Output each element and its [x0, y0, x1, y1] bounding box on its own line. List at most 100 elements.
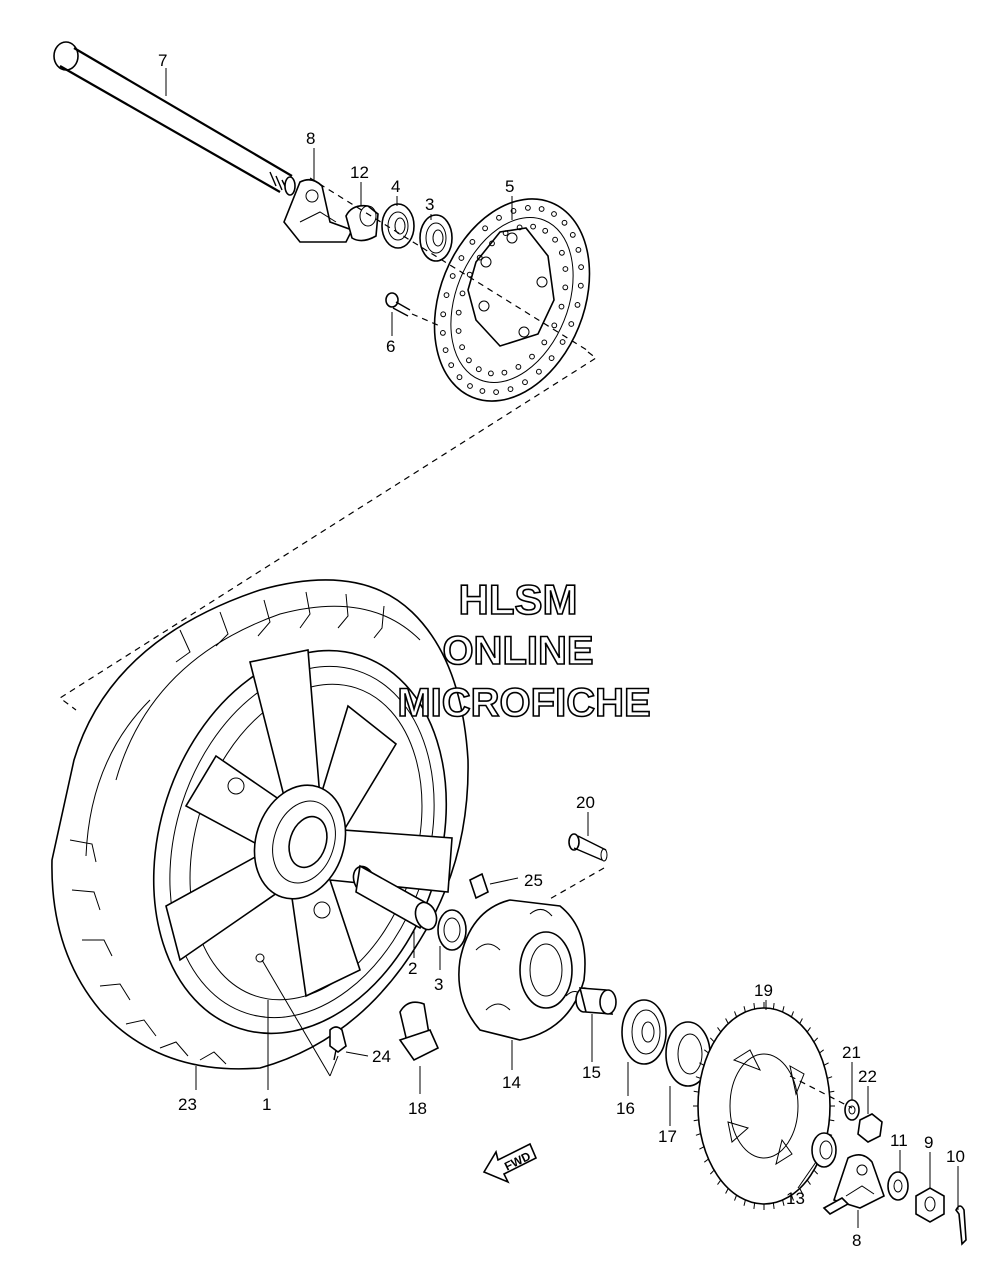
callout-3-lower: 3 [434, 975, 443, 994]
watermark-line1: HLSM [459, 576, 578, 623]
disc-hole [530, 223, 536, 230]
disc-hole [466, 357, 472, 364]
sprocket-tooth [695, 1076, 701, 1079]
fwd-arrow: FWD [482, 1142, 538, 1184]
hub-bearing-part [621, 999, 667, 1065]
callout-20: 20 [576, 793, 595, 812]
axle-spacer-part [811, 1132, 837, 1168]
sprocket-tooth [782, 1199, 785, 1206]
leader-lines [165, 68, 959, 1228]
sprocket-tooth [725, 1018, 729, 1024]
disc-hole [574, 302, 581, 308]
sprocket-tooth [806, 1179, 811, 1185]
sprocket-tooth [717, 1179, 722, 1185]
sprocket-tooth [709, 1037, 715, 1043]
callout-22: 22 [858, 1067, 877, 1086]
sprocket-tooth [790, 1194, 794, 1201]
disc-hole [542, 227, 549, 234]
callout-13: 13 [786, 1189, 805, 1208]
sprocket-tooth [734, 1194, 738, 1201]
callout-9: 9 [924, 1133, 933, 1152]
sprocket-washer-part [844, 1099, 860, 1121]
sprocket-tooth [813, 1037, 819, 1043]
disc-hole [552, 236, 558, 243]
bearing-top-part [419, 214, 453, 262]
disc-hole [442, 347, 449, 354]
disc-hole [558, 303, 565, 310]
callout-4: 4 [391, 177, 400, 196]
callout-18: 18 [408, 1099, 427, 1118]
disc-hole [493, 389, 500, 396]
sprocket-tooth [693, 1090, 699, 1093]
callout-5: 5 [505, 177, 514, 196]
callout-3-top: 3 [425, 195, 434, 214]
disc-hole [538, 206, 545, 212]
sprocket-tooth [782, 1006, 785, 1013]
sprocket-tooth [819, 1049, 825, 1054]
disc-hole [449, 273, 456, 279]
callout-11: 11 [890, 1131, 908, 1150]
watermark-line2: ONLINE [442, 629, 593, 673]
callout-19: 19 [754, 981, 773, 1000]
disc-hole [516, 224, 523, 231]
damper-pin-part [469, 872, 519, 900]
disc-hole [440, 311, 447, 318]
disc-hole [551, 322, 558, 329]
callout-15: 15 [582, 1063, 601, 1082]
disc-hole [467, 383, 473, 389]
sprocket-tooth [699, 1146, 705, 1150]
disc-hole [443, 292, 450, 299]
disc-hole [459, 344, 466, 351]
disc-hole [548, 355, 555, 362]
sprocket-tooth [772, 1003, 775, 1010]
disc-hole [578, 264, 584, 271]
disc-hole [507, 386, 514, 393]
sprocket-tooth [753, 1202, 756, 1209]
sprocket-tooth [695, 1133, 701, 1136]
disc-hole [559, 339, 566, 345]
disc-hole [448, 362, 455, 369]
spacer-part [345, 204, 379, 242]
sprocket-tooth [725, 1188, 729, 1194]
disc-hole [522, 379, 528, 386]
disc-hole [488, 370, 494, 377]
disc-bolt-part [385, 292, 441, 327]
sprocket-tooth [827, 1076, 833, 1079]
sprocket-tooth [799, 1188, 803, 1194]
callout-21: 21 [842, 1043, 861, 1062]
disc-hole [536, 368, 542, 375]
rear-wheel-assembly [51, 579, 469, 1070]
axle-part [53, 41, 296, 196]
disc-hole [541, 339, 548, 346]
disc-hole [577, 282, 584, 289]
wheel-spacer-part [352, 864, 438, 931]
rear-sprocket-part [693, 1002, 835, 1210]
callout-1: 1 [262, 1095, 271, 1114]
disc-hole [456, 374, 463, 381]
disc-hole [469, 239, 476, 245]
disc-hole [562, 284, 569, 291]
sprocket-tooth [743, 1199, 746, 1206]
callout-8-top: 8 [306, 129, 315, 148]
wheel-damper-part [398, 1001, 440, 1062]
sprocket-tooth [806, 1027, 811, 1033]
callout-10: 10 [946, 1147, 965, 1166]
sprocket-tooth [703, 1158, 709, 1163]
sprocket-tooth [753, 1003, 756, 1010]
assembly-lines [58, 177, 598, 711]
axle-nut-part [915, 1187, 945, 1223]
chain-adjuster-top [283, 178, 354, 243]
callout-17: 17 [658, 1127, 677, 1146]
callout-24: 24 [372, 1047, 391, 1066]
disc-hole [559, 249, 565, 256]
disc-hole [458, 255, 465, 261]
sprocket-tooth [772, 1202, 775, 1209]
disc-hole [476, 254, 483, 261]
callout-labels: 7 8 12 4 3 5 6 20 25 2 3 24 14 15 23 1 1… [158, 51, 965, 1250]
disc-hole [510, 208, 517, 214]
sprocket-bolt-part [547, 833, 608, 901]
chain-adjuster-lower [822, 1154, 885, 1215]
sprocket-nut-part [789, 1075, 883, 1143]
watermark: HLSM ONLINE MICROFICHE [397, 575, 652, 726]
